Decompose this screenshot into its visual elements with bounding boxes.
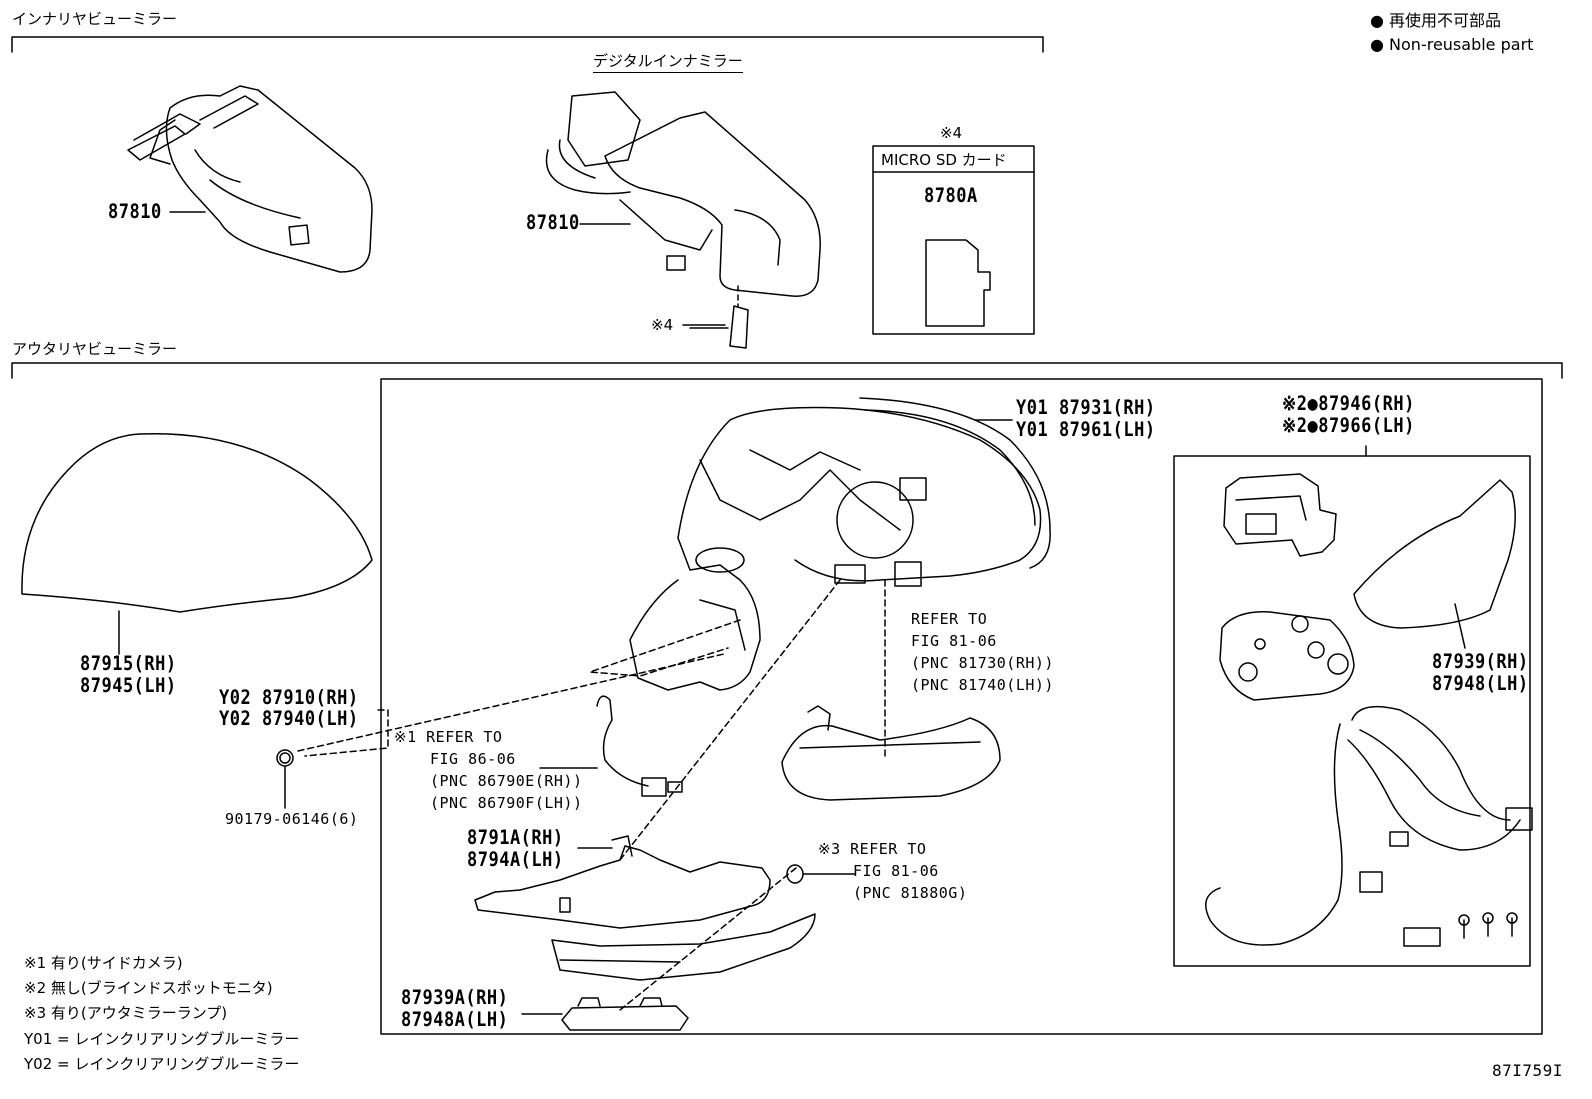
ref-mid-line4: (PNC 81740(LH))	[911, 676, 1054, 694]
inner-mirror-drawing	[127, 85, 373, 273]
outer-mirror-lamp-drawing	[619, 864, 856, 1011]
part-87940-label: Y02 87940(LH)	[219, 707, 359, 731]
mirror-base-plate-drawing	[1219, 611, 1355, 701]
mirror-cover-drawing	[21, 432, 373, 655]
part-8780a-label: 8780A	[924, 184, 978, 208]
ref1-line1: ※1 REFER TO	[394, 728, 503, 746]
part-87915-label: 87915(RH)	[80, 652, 177, 676]
side-camera-drawing	[539, 695, 683, 797]
turn-signal-drawing	[781, 705, 1001, 801]
legend-non-reusable-en: ● Non-reusable part	[1370, 35, 1534, 54]
ref3-line3: (PNC 81880G)	[853, 884, 968, 902]
ref-mid-line1: REFER TO	[911, 610, 988, 628]
outer-mirror-section-title: アウタリヤビューミラー	[12, 340, 178, 358]
part-87961-label: Y01 87961(LH)	[1016, 418, 1156, 442]
note-4-label: ※4	[651, 316, 674, 334]
part-87810-label: 87810	[108, 200, 162, 224]
footnote-2: ※2 無し(ブラインドスポットモニタ)	[24, 979, 273, 997]
footnote-y01: Y01 = レインクリアリングブルーミラー	[24, 1030, 300, 1048]
part-8794a-label: 8794A(LH)	[467, 848, 564, 872]
figure-id: 87I759I	[1492, 1061, 1563, 1080]
footnote-y02: Y02 = レインクリアリングブルーミラー	[24, 1055, 300, 1073]
part-87931-label: Y01 87931(RH)	[1016, 396, 1156, 420]
mirror-housing-drawing	[629, 397, 1051, 691]
cover-trim-drawing	[1353, 479, 1516, 649]
ref-mid-line3: (PNC 81730(RH))	[911, 654, 1054, 672]
wire-harness-drawing	[1205, 705, 1533, 947]
part-87810-digital-label: 87810	[526, 211, 580, 235]
ref3-line1: ※3 REFER TO	[818, 840, 927, 858]
clip-part-label: 90179-06146(6)	[225, 810, 359, 828]
part-87910-label: Y02 87910(RH)	[219, 686, 359, 710]
assembly-frame	[380, 378, 1543, 1035]
ref-mid-line2: FIG 81-06	[911, 632, 997, 650]
mirror-motor-drawing	[1223, 445, 1367, 557]
ref1-line2: FIG 86-06	[430, 750, 516, 768]
sd-card-frame	[872, 145, 1035, 335]
part-87939a-label: 87939A(RH)	[401, 986, 509, 1010]
part-8791a-label: 8791A(RH)	[467, 826, 564, 850]
digital-mirror-section-title: デジタルインナミラー	[593, 52, 743, 73]
part-87945-label: 87945(LH)	[80, 674, 177, 698]
digital-mirror-drawing	[545, 91, 821, 349]
legend-non-reusable-ja: ● 再使用不可部品	[1370, 11, 1502, 30]
inner-mirror-bracket	[11, 36, 1044, 53]
part-87966-label: ※2●87966(LH)	[1282, 414, 1415, 438]
clip-shape	[276, 749, 294, 767]
ref3-line2: FIG 81-06	[853, 862, 939, 880]
part-87948a-label: 87948A(LH)	[401, 1008, 509, 1032]
lower-lamp-drawing	[521, 997, 689, 1031]
part-87946-label: ※2●87946(RH)	[1282, 392, 1415, 416]
motor-kit-frame	[1173, 455, 1531, 967]
footnote-3: ※3 有り(アウタミラーランプ)	[24, 1004, 228, 1022]
outer-mirror-bracket	[11, 362, 1563, 379]
sd-card-shape	[925, 239, 991, 327]
sd-card-note: ※4	[940, 124, 963, 142]
sd-card-box-title: MICRO SD カード	[881, 151, 1007, 169]
part-87948-label: 87948(LH)	[1432, 672, 1529, 696]
part-87939-label: 87939(RH)	[1432, 650, 1529, 674]
footnote-1: ※1 有り(サイドカメラ)	[24, 954, 183, 972]
base-bracket-drawing	[474, 835, 816, 981]
inner-mirror-section-title: インナリヤビューミラー	[12, 10, 178, 28]
ref1-line3: (PNC 86790E(RH))	[430, 772, 583, 790]
ref1-line4: (PNC 86790F(LH))	[430, 794, 583, 812]
